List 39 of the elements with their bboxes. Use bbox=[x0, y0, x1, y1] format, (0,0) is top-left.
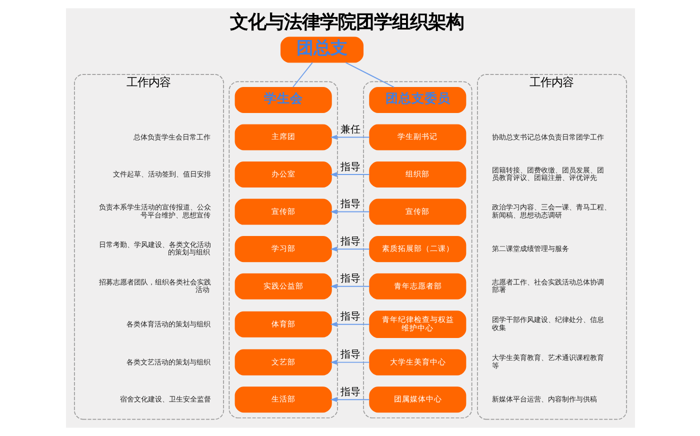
arrow bbox=[330, 172, 370, 177]
arrow bbox=[330, 134, 370, 140]
node-text: 招募志愿者团队，组织各类社会实践活动 bbox=[98, 277, 211, 294]
node-box: 团总支 bbox=[280, 36, 364, 63]
node-text: 团学干部作风建设、纪律处分、信息收集 bbox=[492, 315, 604, 332]
edge-label: 指导 bbox=[340, 162, 360, 173]
node-text: 日常考勤、学风建设、各类文化活动的策划与组织 bbox=[98, 240, 211, 257]
node-text: 宿舍文化建设、卫生安全监督 bbox=[120, 394, 211, 404]
arrow bbox=[330, 360, 370, 365]
edge-label: 指导 bbox=[340, 312, 360, 323]
arrow bbox=[330, 322, 370, 327]
node-text: 志愿者工作、社会实践活动总体协调部署 bbox=[492, 277, 604, 294]
diagram-title: 文化与法律学院团学组织架构 bbox=[230, 12, 464, 33]
edge-label: 指导 bbox=[340, 386, 360, 398]
cluster bbox=[362, 81, 472, 418]
node-text: 各类文艺活动的策划与组织 bbox=[126, 357, 210, 366]
edge-label: 指导 bbox=[340, 274, 360, 285]
edge-label: 指导 bbox=[340, 350, 360, 361]
arrow bbox=[330, 284, 370, 289]
node-box: 团总支委员 bbox=[368, 86, 466, 113]
node-text: 各类体育活动的策划与组织 bbox=[126, 319, 210, 328]
connector bbox=[344, 62, 394, 88]
node-text: 协助总支书记总体负责日常团学工作 bbox=[492, 132, 604, 142]
node-text: 负责本系学生活动的宣传报道、公众号平台维护、思想宣传 bbox=[98, 202, 211, 220]
node-text: 大学生美育教育、艺术通识课程教育等 bbox=[492, 353, 604, 370]
node-text: 总体负责学生会日常工作 bbox=[133, 132, 210, 142]
node-text: 新媒体平台运营、内容制作与供稿 bbox=[492, 394, 597, 404]
node-text: 团籍转接、团费收缴、团员发展、团员教育评议、团籍注册、评优评先 bbox=[492, 165, 604, 182]
node-text: 第二课堂成绩管理与服务 bbox=[492, 244, 569, 254]
edge-label: 指导 bbox=[340, 199, 360, 210]
arrow bbox=[330, 246, 370, 252]
edge-label: 指导 bbox=[340, 236, 360, 248]
connector bbox=[292, 62, 312, 88]
node-text: 文件起草、活动签到、值日安排 bbox=[112, 170, 211, 179]
node-box: 学生会 bbox=[234, 86, 332, 113]
edge-label: 兼任 bbox=[340, 124, 360, 136]
arrow bbox=[330, 397, 370, 402]
arrow bbox=[330, 209, 370, 214]
node-text: 政治学习内容、三会一课、青马工程、新闻稿、思想动态调研 bbox=[492, 202, 611, 220]
